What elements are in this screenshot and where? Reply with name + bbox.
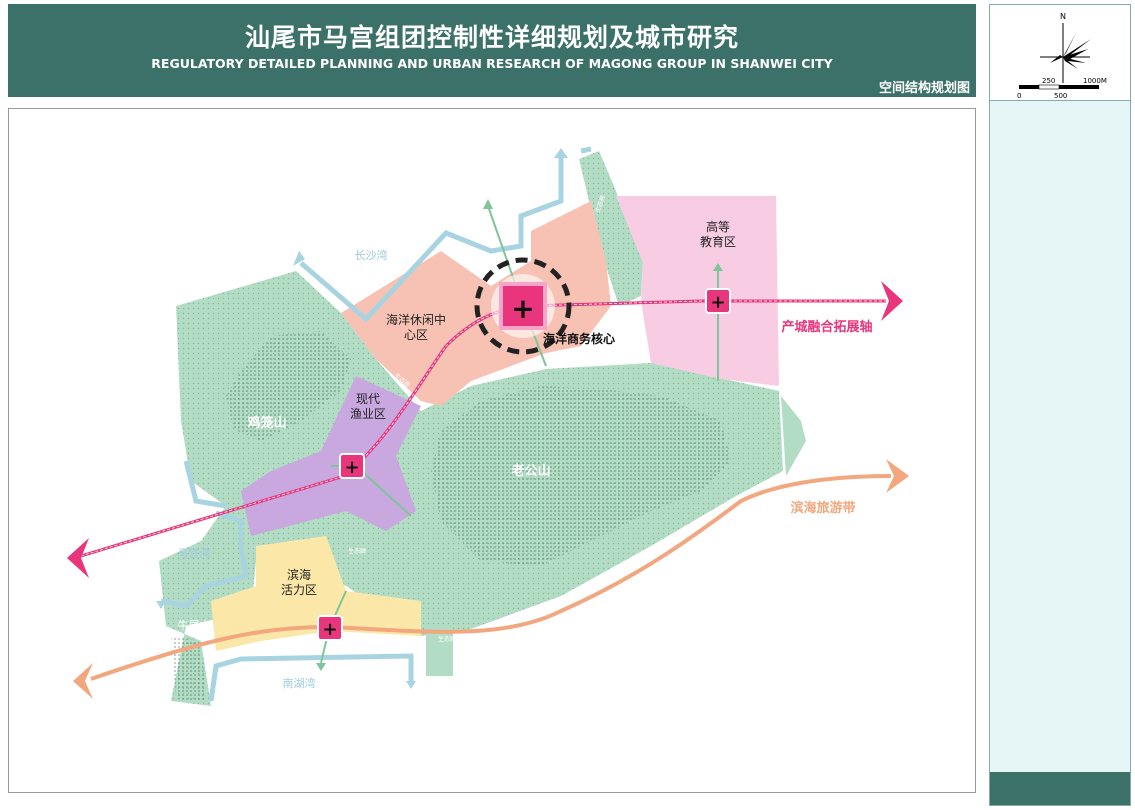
compass-scale: N 250 1000M 0 500 xyxy=(1017,12,1107,100)
label-line: 海洋休闲中 xyxy=(386,312,446,327)
water-arrows xyxy=(156,148,568,689)
node-education: + xyxy=(705,288,731,314)
label-line: 现代 xyxy=(356,392,380,406)
marine-leisure-zone xyxy=(341,201,611,406)
title-bar: 汕尾市马宫组团控制性详细规划及城市研究 REGULATORY DETAILED … xyxy=(8,4,976,97)
node-fishery: + xyxy=(339,453,365,479)
map-frame: + + + + 海洋休闲中心区 高等教育区 现代渔业区 滨海活力区 海洋商务核心… xyxy=(8,108,976,793)
tourism-axis xyxy=(73,459,909,699)
compass-rose-icon xyxy=(1040,23,1091,83)
nanhu-bay-label: 南湖湾 xyxy=(283,676,316,690)
magong-bay-label: 马宫湾 xyxy=(178,546,211,560)
coastal-vitality-zone xyxy=(211,536,421,651)
structure-map: + + + + 海洋休闲中心区 高等教育区 现代渔业区 滨海活力区 海洋商务核心… xyxy=(67,146,909,706)
label-line: 教育区 xyxy=(700,234,736,249)
label-line: 高等 xyxy=(706,219,730,234)
side-panel: N 250 1000M 0 500 xyxy=(989,4,1131,806)
industry-axis-label: 产城融合拓展轴 xyxy=(781,319,872,335)
label-line: 活力区 xyxy=(281,583,317,597)
node-plus-icon: + xyxy=(344,457,359,478)
side-footer xyxy=(990,772,1130,805)
marine-leisure-label: 海洋休闲中心区 xyxy=(386,312,446,342)
higher-education-label: 高等教育区 xyxy=(700,219,736,249)
scale-0: 0 xyxy=(1017,92,1021,100)
north-label: N xyxy=(1060,12,1066,21)
niuwei-mountain-label: 牛尾山 xyxy=(178,618,211,632)
coastal-vitality-label: 滨海活力区 xyxy=(281,567,317,597)
label-line: 心区 xyxy=(404,328,428,342)
node-plus-icon: + xyxy=(322,619,337,640)
page-subtitle: REGULATORY DETAILED PLANNING AND URBAN R… xyxy=(151,56,833,71)
scale-1000: 1000M xyxy=(1083,77,1107,85)
scale-500: 500 xyxy=(1054,92,1067,100)
page-title: 汕尾市马宫组团控制性详细规划及城市研究 xyxy=(244,23,739,52)
corridor-label: 生态廊 xyxy=(348,547,366,555)
marine-business-core: + xyxy=(474,257,572,355)
modern-fishery-label: 现代渔业区 xyxy=(350,392,386,421)
legend-header: N 250 1000M 0 500 xyxy=(990,5,1130,101)
node-plus-icon: + xyxy=(710,292,725,313)
laogong-mountain-label: 老公山 xyxy=(510,463,550,479)
coastline xyxy=(160,146,592,702)
corridor-label: 生态廊 xyxy=(438,635,456,643)
modern-fishery-zone xyxy=(241,376,421,536)
jilong-mountain-label: 鸡笼山 xyxy=(246,415,286,431)
green-space xyxy=(159,151,806,706)
node-coastal: + xyxy=(317,615,343,641)
tourism-axis-label: 滨海旅游带 xyxy=(790,500,855,516)
scale-bar: 250 1000M 0 500 xyxy=(1017,77,1107,100)
scale-250: 250 xyxy=(1042,77,1055,85)
core-plus-icon: + xyxy=(511,292,534,325)
green-link-arrows xyxy=(316,199,723,671)
higher-education-zone xyxy=(616,196,779,386)
core-label: 海洋商务核心 xyxy=(543,331,615,346)
label-line: 滨海 xyxy=(287,567,311,582)
label-line: 渔业区 xyxy=(350,407,386,421)
map-name: 空间结构规划图 xyxy=(878,81,970,96)
changsha-bay-label: 长沙湾 xyxy=(355,248,388,262)
